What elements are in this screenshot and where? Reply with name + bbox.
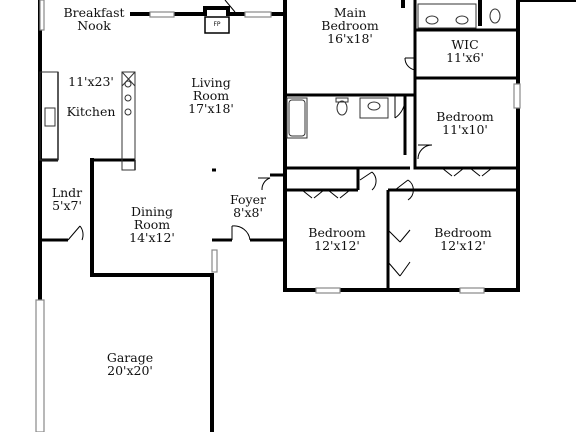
room-dims: 8'x8' (233, 205, 263, 220)
breakfast-nook-label: Breakfast Nook (58, 6, 130, 32)
living-room-label: Living Room 17'x18' (172, 76, 250, 115)
room-dims: 11'x23' (68, 74, 114, 89)
room-name: Bedroom (436, 109, 494, 124)
room-dims: 16'x18' (327, 31, 373, 46)
kitchen-counters (39, 71, 136, 171)
room-name: Main (333, 5, 367, 20)
garage-label: Garage 20'x20' (90, 351, 170, 377)
doors (67, 0, 493, 277)
room-name: WIC (451, 37, 479, 52)
foyer-label: Foyer 8'x8' (222, 193, 274, 219)
room-dims: 11'x10' (442, 122, 488, 137)
room-dims: 12'x12' (440, 238, 486, 253)
bedroom-3-label: Bedroom 12'x12' (298, 226, 376, 252)
main-bedroom-label: Main Bedroom 16'x18' (305, 6, 395, 45)
room-dims: 17'x18' (188, 101, 234, 116)
dining-room-label: Dining Room 14'x12' (112, 205, 192, 244)
bedroom-4-label: Bedroom 12'x12' (424, 226, 502, 252)
room-dims: 12'x12' (314, 238, 360, 253)
room-name: Nook (77, 18, 111, 33)
room-name: Bedroom (321, 18, 379, 33)
kitchen-label: 11'x23' Kitchen (58, 75, 124, 118)
room-dims: 14'x12' (129, 230, 175, 245)
room-name: Room (192, 88, 230, 103)
laundry-label: Lndr 5'x7' (44, 186, 90, 212)
bath-fixtures (286, 3, 501, 139)
room-name: Bedroom (434, 225, 492, 240)
room-name: Breakfast (63, 5, 125, 20)
top-walls (130, 0, 482, 26)
room-name: Garage (106, 350, 154, 365)
fireplace-outline (204, 16, 230, 34)
bedroom-2-label: Bedroom 11'x10' (426, 110, 504, 136)
room-name: Kitchen (66, 104, 116, 119)
room-dims: 5'x7' (52, 198, 82, 213)
windows (35, 0, 521, 432)
fireplace-label: FP (213, 21, 221, 28)
room-name: Dining (130, 204, 174, 219)
room-name: Lndr (51, 185, 83, 200)
room-name: Bedroom (308, 225, 366, 240)
interior-walls (38, 0, 518, 290)
room-name: Living (191, 75, 231, 90)
wic-label: WIC 11'x6' (432, 38, 498, 64)
room-dims: 20'x20' (107, 363, 153, 378)
room-name: Room (133, 217, 171, 232)
room-name: Foyer (230, 192, 266, 207)
room-dims: 11'x6' (446, 50, 484, 65)
